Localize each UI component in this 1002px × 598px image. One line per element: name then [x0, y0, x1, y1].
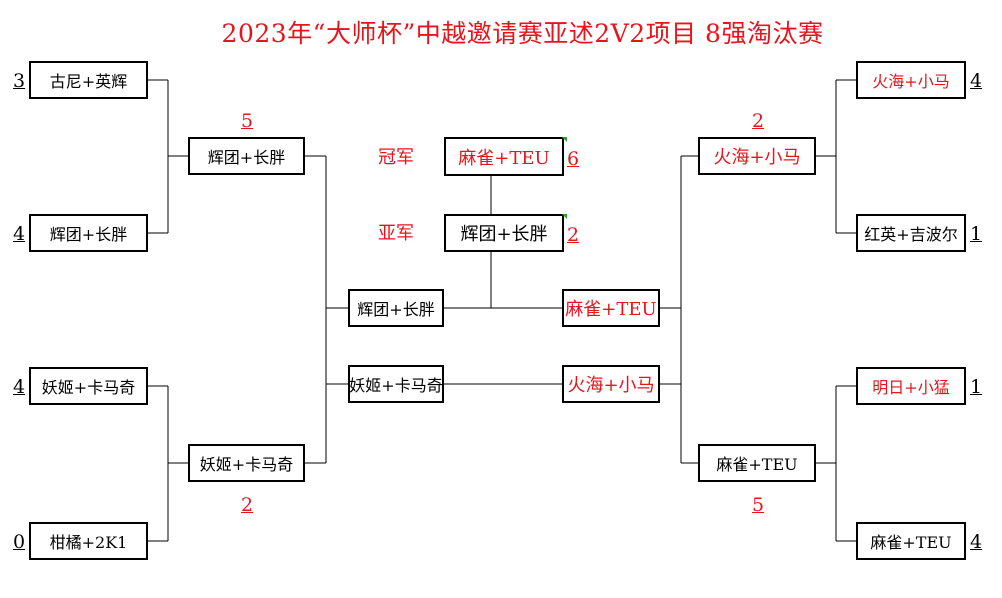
- team-box-right-semi-2: 麻雀+TEU: [698, 444, 816, 482]
- team-box-right-r1-1: 火海+小马: [856, 61, 966, 99]
- team-box-right-r1-2: 红英+吉波尔: [856, 214, 966, 252]
- score-left-r1-4: 0: [13, 531, 26, 553]
- team-box-right-semi-1: 火海+小马: [698, 137, 816, 175]
- team-box-left-finalist-2: 妖姬+卡马奇: [348, 365, 444, 403]
- score-left-r1-3: 4: [13, 376, 26, 398]
- score-right-r1-4: 4: [970, 531, 983, 553]
- score-left-semi-1: 5: [241, 110, 254, 132]
- score-right-r1-1: 4: [970, 70, 983, 92]
- team-box-left-r1-2: 辉团+长胖: [29, 214, 148, 252]
- team-box-right-finalist-2: 火海+小马: [562, 365, 660, 403]
- score-left-r1-1: 3: [13, 70, 26, 92]
- cell-comment-marker: [562, 214, 567, 219]
- team-box-left-semi-2: 妖姬+卡马奇: [188, 444, 305, 482]
- score-right-semi-2: 5: [752, 494, 765, 516]
- score-right-r1-2: 1: [970, 223, 983, 245]
- team-box-left-semi-1: 辉团+长胖: [188, 137, 305, 175]
- team-box-left-r1-4: 柑橘+2K1: [29, 522, 148, 560]
- runner-up-label: 亚军: [378, 223, 414, 244]
- score-left-r1-2: 4: [13, 223, 26, 245]
- team-box-left-r1-3: 妖姬+卡马奇: [29, 367, 148, 405]
- team-box-left-finalist-1: 辉团+长胖: [348, 289, 444, 327]
- team-box-right-r1-3: 明日+小猛: [856, 367, 966, 405]
- bracket-title: 2023年“大师杯”中越邀请赛亚述2V2项目 8强淘汰赛: [221, 19, 824, 48]
- runner-up-score: 2: [567, 224, 580, 246]
- champion-label: 冠军: [378, 147, 414, 168]
- team-box-right-finalist-1: 麻雀+TEU: [562, 289, 660, 327]
- cell-comment-marker: [562, 137, 567, 142]
- team-box-left-r1-1: 古尼+英辉: [29, 61, 148, 99]
- team-box-right-r1-4: 麻雀+TEU: [856, 522, 966, 560]
- champion-box: 麻雀+TEU: [444, 137, 564, 176]
- score-right-semi-1: 2: [752, 110, 765, 132]
- runner-up-box: 辉团+长胖: [444, 214, 564, 252]
- champion-score: 6: [567, 148, 580, 170]
- score-right-r1-3: 1: [970, 376, 983, 398]
- score-left-semi-2: 2: [241, 494, 254, 516]
